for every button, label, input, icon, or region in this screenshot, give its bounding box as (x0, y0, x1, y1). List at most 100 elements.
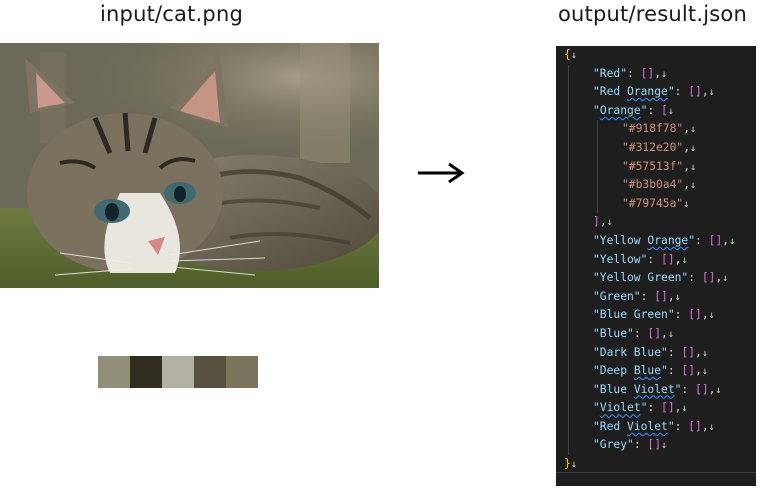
code-line: "#b3b0a4",↓ (556, 176, 756, 195)
line-end-icon: ↓ (661, 68, 668, 80)
line-end-icon: ↓ (690, 124, 697, 136)
empty-array: [] (681, 345, 696, 359)
color-swatch (130, 356, 162, 388)
json-key: "Yellow Green" (593, 271, 689, 285)
colon: : (647, 103, 662, 117)
line-end-icon: ↓ (701, 347, 708, 359)
code-line: "#918f78",↓ (556, 120, 756, 139)
line-end-icon: ↓ (667, 105, 674, 117)
json-key: "Yellow Orange" (593, 233, 696, 247)
code-line: "Dark Blue": [],↓ (556, 344, 756, 363)
indent-guide (568, 64, 569, 456)
line-end-icon: ↓ (681, 254, 688, 266)
code-line: "Red Orange": [],↓ (556, 83, 756, 102)
empty-array: [] (695, 382, 709, 396)
close-bracket: ] (593, 215, 600, 229)
json-key: "Green" (593, 289, 641, 303)
code-line: "Red": [],↓ (556, 65, 756, 84)
json-key: "Dark Blue" (593, 345, 668, 359)
colon: : (647, 252, 662, 266)
comma: , (722, 233, 730, 247)
json-key: "Grey" (593, 438, 634, 452)
comma: , (674, 401, 682, 415)
code-line: "#57513f",↓ (556, 158, 756, 177)
code-line: "Grey": []↓ (556, 436, 756, 455)
json-key: "Violet" (593, 401, 648, 415)
open-brace: { (564, 48, 571, 61)
colon: : (688, 271, 702, 285)
comma: , (683, 159, 691, 173)
comma: , (701, 308, 709, 322)
json-key: "Blue" (593, 326, 634, 340)
editor-divider (556, 472, 756, 473)
comma: , (715, 271, 723, 285)
line-end-icon: ↓ (683, 198, 690, 210)
colon: : (667, 345, 682, 359)
comma: , (683, 140, 691, 154)
code-line: "Blue Green": [],↓ (556, 306, 756, 325)
colon: : (640, 289, 655, 303)
output-caption: output/result.json (558, 2, 747, 26)
json-key: "Red Violet" (593, 419, 675, 433)
line-end-icon: ↓ (606, 217, 613, 229)
empty-array: [] (647, 438, 662, 452)
colon: : (681, 382, 696, 396)
json-key: "Deep Blue" (593, 364, 668, 378)
empty-array: [] (708, 233, 723, 247)
line-end-icon: ↓ (690, 142, 697, 154)
json-string-value: "#918f78" (622, 122, 684, 136)
line-end-icon: ↓ (708, 87, 715, 99)
comma: , (695, 345, 702, 359)
code-line: ],↓ (556, 213, 756, 232)
code-line: "Blue": [],↓ (556, 325, 756, 344)
line-end-icon: ↓ (708, 421, 715, 433)
comma: , (708, 382, 716, 396)
line-end-icon: ↓ (570, 50, 577, 61)
empty-array: [] (701, 271, 716, 285)
json-key: "Blue Violet" (593, 382, 682, 396)
json-code: {↓"Red": [],↓"Red Orange": [],↓"Orange":… (556, 46, 756, 474)
empty-array: [] (640, 66, 655, 80)
comma: , (683, 178, 691, 192)
empty-array: [] (688, 308, 702, 322)
cat-image (0, 43, 379, 288)
code-line: }↓ (556, 455, 756, 474)
empty-array: [] (661, 401, 675, 415)
close-brace: } (564, 457, 571, 471)
colon: : (667, 364, 682, 378)
empty-array: [] (688, 419, 702, 433)
colon: : (674, 85, 689, 99)
colon: : (647, 401, 662, 415)
json-key: "Orange" (593, 103, 648, 117)
json-key: "Red" (593, 66, 628, 80)
color-swatch (162, 356, 194, 388)
comma: , (661, 326, 668, 340)
line-end-icon: ↓ (661, 440, 668, 452)
colon: : (633, 326, 648, 340)
json-string-value: "#312e20" (622, 140, 684, 154)
code-line: "Blue Violet": [],↓ (556, 381, 756, 400)
input-caption: input/cat.png (100, 2, 243, 26)
colon: : (674, 308, 689, 322)
empty-array: [] (688, 85, 702, 99)
code-line: "Red Violet": [],↓ (556, 418, 756, 437)
indent-guide (597, 120, 598, 214)
code-line: "#312e20",↓ (556, 139, 756, 158)
json-key: "Red Orange" (593, 85, 675, 99)
colon: : (633, 438, 648, 452)
comma: , (683, 122, 691, 136)
comma: , (701, 85, 709, 99)
open-bracket: [ (661, 103, 668, 117)
comma: , (701, 419, 709, 433)
comma: , (654, 66, 662, 80)
empty-array: [] (647, 326, 662, 340)
comma: , (674, 252, 682, 266)
right-arrow-icon (418, 162, 465, 184)
line-end-icon: ↓ (722, 273, 729, 285)
empty-array: [] (681, 364, 696, 378)
line-end-icon: ↓ (708, 310, 715, 322)
line-end-icon: ↓ (729, 235, 736, 247)
color-swatch (98, 356, 130, 388)
comma: , (695, 364, 702, 378)
code-line: "Yellow": [],↓ (556, 251, 756, 270)
